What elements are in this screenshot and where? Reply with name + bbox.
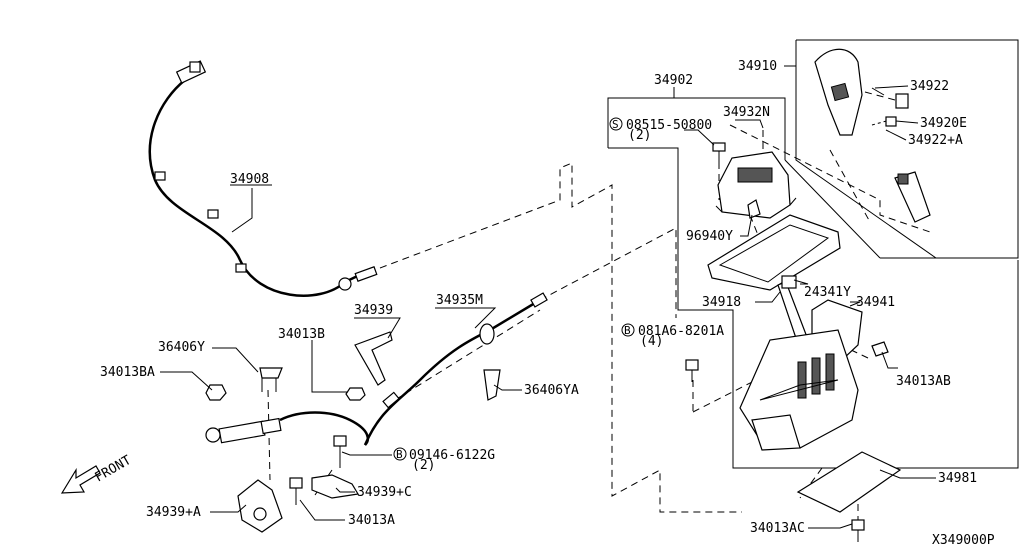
label-34013AC: 34013AC bbox=[750, 521, 805, 536]
label-34920E: 34920E bbox=[920, 116, 967, 131]
frame-lines bbox=[607, 39, 1019, 469]
label-34939A: 34939+A bbox=[146, 505, 201, 520]
label-34939: 34939 bbox=[354, 303, 393, 318]
bolt-marker-b-2-text: B bbox=[624, 324, 631, 337]
label-34939C: 34939+C bbox=[357, 485, 412, 500]
cable-34908 bbox=[148, 60, 378, 297]
label-34908: 34908 bbox=[230, 172, 269, 187]
label-081A6-qty: (4) bbox=[640, 334, 663, 349]
front-arrow bbox=[60, 465, 101, 494]
bolt-marker-b-1 bbox=[393, 447, 407, 461]
label-34922: 34922 bbox=[910, 79, 949, 94]
label-36406YA: 36406YA bbox=[524, 383, 579, 398]
bolt-marker-b-2 bbox=[621, 323, 635, 337]
label-081A6-8201A: 081A6-8201A bbox=[638, 324, 724, 339]
label-09146-6122G: 09146-6122G bbox=[409, 448, 495, 463]
label-34981: 34981 bbox=[938, 471, 977, 486]
label-36406Y: 36406Y bbox=[158, 340, 205, 355]
cable-34935M bbox=[205, 292, 548, 446]
label-08515-qty: (2) bbox=[628, 128, 651, 143]
label-34013A: 34013A bbox=[348, 513, 395, 528]
label-34922A: 34922+A bbox=[908, 133, 963, 148]
label-08515-50800: 08515-50800 bbox=[626, 118, 712, 133]
front-label: FRONT bbox=[93, 453, 135, 486]
shifter-assembly bbox=[685, 142, 902, 542]
leader-lines bbox=[160, 85, 936, 529]
screw-marker-s-text: S bbox=[612, 118, 619, 131]
small-parts bbox=[205, 331, 501, 533]
label-34910: 34910 bbox=[738, 59, 777, 74]
label-34918: 34918 bbox=[702, 295, 741, 310]
bolt-marker-b-1-text: B bbox=[396, 448, 403, 461]
screw-marker-s bbox=[609, 117, 623, 131]
label-34013B: 34013B bbox=[278, 327, 325, 342]
diagram-code: X349000P bbox=[932, 533, 995, 548]
part-labels: 34908 34939 34935M 34013B 36406Y 34013BA… bbox=[93, 59, 995, 548]
label-09146-qty: (2) bbox=[412, 458, 435, 473]
label-34013BA: 34013BA bbox=[100, 365, 155, 380]
label-24341Y: 24341Y bbox=[804, 285, 851, 300]
label-96940Y: 96940Y bbox=[686, 229, 733, 244]
label-34902: 34902 bbox=[654, 73, 693, 88]
label-34013AB: 34013AB bbox=[896, 374, 951, 389]
label-34932N: 34932N bbox=[723, 105, 770, 120]
shift-knob-inset bbox=[814, 48, 931, 223]
label-34941: 34941 bbox=[856, 295, 895, 310]
label-34935M: 34935M bbox=[436, 293, 483, 308]
